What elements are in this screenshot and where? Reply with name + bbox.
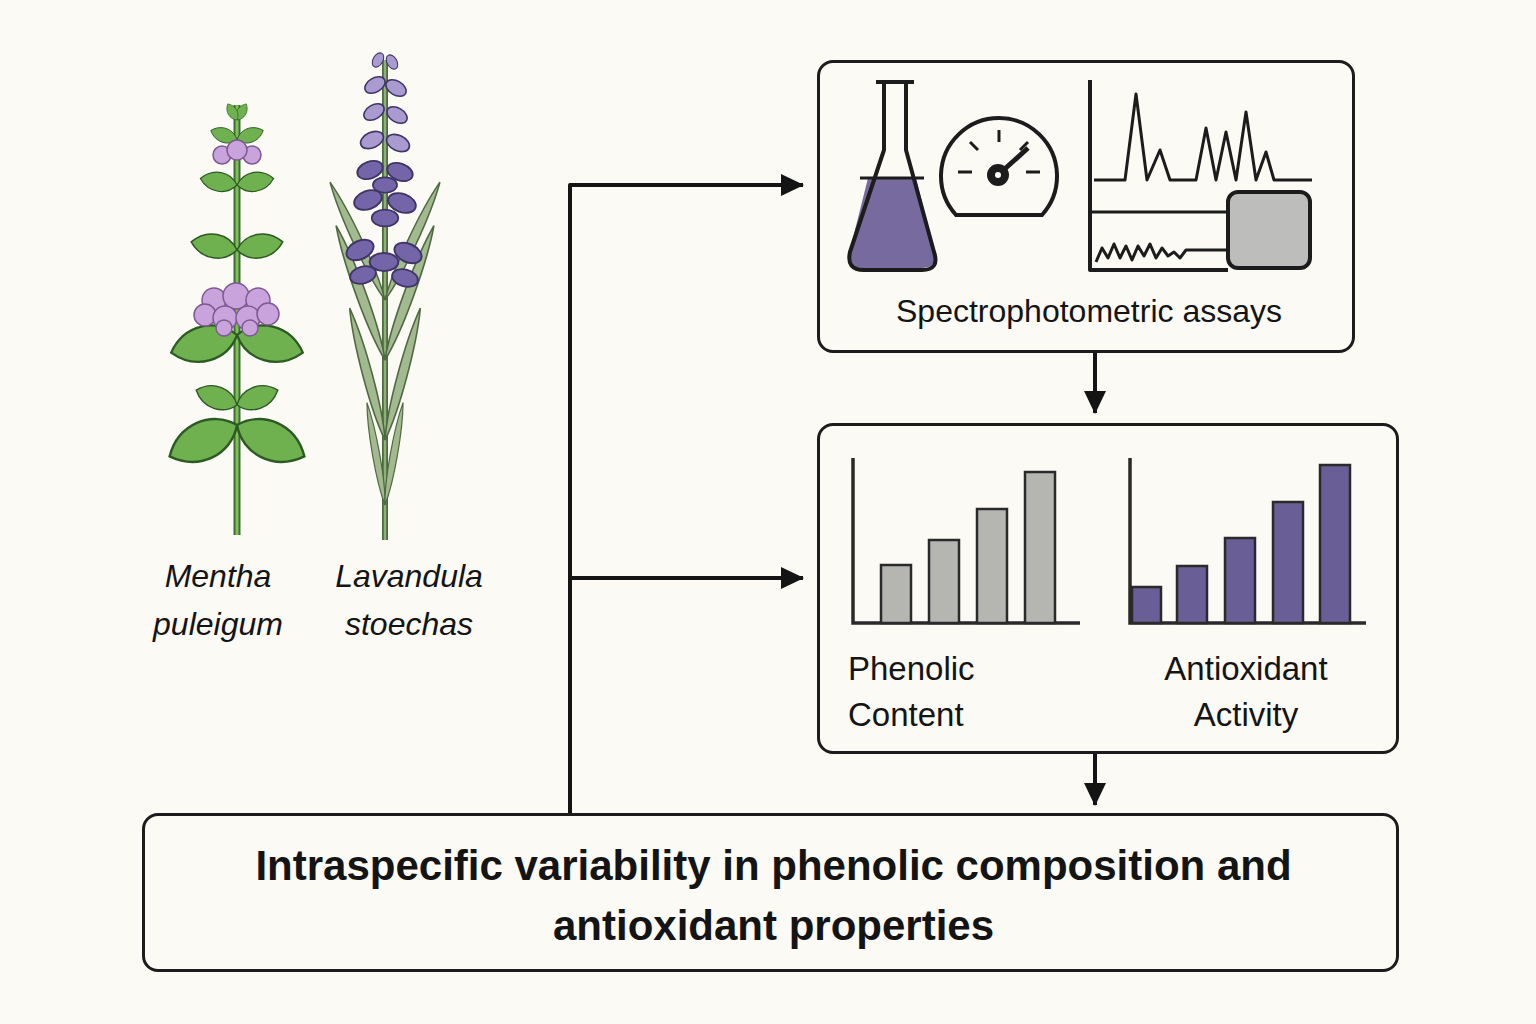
phenolic-bar-chart-part bbox=[929, 540, 959, 623]
lavandula-plant-part bbox=[326, 180, 444, 505]
lavandula-plant-part-part bbox=[363, 402, 388, 506]
lavandula-plant-part-part-part bbox=[384, 131, 412, 155]
text-slot: Phenolic Content bbox=[848, 646, 1028, 738]
mentha-plant-part-part bbox=[192, 380, 240, 416]
flask-icon-part bbox=[849, 178, 935, 268]
lavandula-plant-part-part-part bbox=[384, 103, 410, 126]
antioxidant-bar-chart-part bbox=[1132, 587, 1161, 623]
lavandula-plant-part-part-part bbox=[358, 128, 386, 152]
mentha-plant-part-part bbox=[216, 320, 232, 336]
text-slot: Intraspecific variability in phenolic co… bbox=[165, 836, 1382, 956]
mentha-plant-part-part bbox=[227, 140, 247, 160]
assay-box: Spectrophotometric assays bbox=[817, 60, 1355, 353]
phenolic-bar-chart-part bbox=[881, 565, 911, 623]
lavandula-plant-part-part-part bbox=[370, 51, 386, 69]
antioxidant-bar-chart-part bbox=[1320, 465, 1350, 623]
antioxidant-bar-chart-part bbox=[1177, 566, 1207, 623]
conclusion-box: Intraspecific variability in phenolic co… bbox=[142, 813, 1399, 972]
antioxidant-bar-chart-part bbox=[1273, 502, 1303, 623]
mentha-plant-part bbox=[162, 102, 313, 474]
lavandula-plant-part bbox=[343, 51, 425, 290]
mentha-plant-part-part bbox=[223, 283, 249, 309]
phenolic-bar-chart-part bbox=[853, 458, 1080, 623]
phenolic-bar-chart bbox=[853, 458, 1080, 623]
species-name: Lavandula stoechas bbox=[320, 552, 498, 648]
lavandula-plant-part-part-part bbox=[390, 266, 420, 289]
box-text: Spectrophotometric assays bbox=[896, 291, 1282, 331]
mentha-plant-part-part bbox=[235, 169, 275, 194]
box-text: Intraspecific variability in phenolic co… bbox=[165, 836, 1382, 956]
text-slot: Spectrophotometric assays bbox=[820, 291, 1358, 331]
mentha-plant-part-part bbox=[199, 169, 239, 194]
chromatogram-icon-part bbox=[1228, 192, 1310, 268]
mentha-plant-part-part bbox=[242, 320, 258, 336]
mentha-plant-part-part bbox=[224, 102, 241, 123]
lavandula-plant-part-part-part bbox=[372, 210, 398, 227]
chromatogram-icon-part bbox=[1092, 211, 1228, 214]
label-slot: Mentha puleigum bbox=[128, 552, 308, 648]
flow-arrow bbox=[1093, 754, 1097, 805]
antioxidant-bar-chart-part bbox=[1130, 458, 1366, 623]
gauge-icon bbox=[941, 118, 1057, 215]
flask-icon-part bbox=[849, 82, 935, 270]
mentha-plant-part-part bbox=[162, 408, 245, 474]
lavandula-plant-part-part bbox=[381, 402, 406, 506]
lavandula-plant-part-part bbox=[326, 180, 389, 302]
mentha-plant-part-part bbox=[189, 230, 239, 261]
label-slot: Lavandula stoechas bbox=[320, 552, 498, 648]
phenolic-bar-chart-part bbox=[1025, 472, 1055, 623]
mentha-plant-part-part bbox=[257, 303, 279, 325]
chromatogram-icon-part bbox=[1096, 244, 1228, 262]
flow-arrow bbox=[1093, 353, 1097, 413]
species-name: Mentha puleigum bbox=[128, 552, 308, 648]
gauge-icon-part bbox=[995, 172, 1001, 178]
flask-icon bbox=[849, 82, 935, 270]
lavandula-plant-part-part-part bbox=[361, 100, 387, 123]
box-text: Phenolic Content bbox=[848, 646, 1028, 738]
phenolic-bar-chart-part bbox=[977, 509, 1007, 623]
lavandula-plant-part-part bbox=[343, 158, 425, 290]
mentha-plant-part-part bbox=[235, 230, 285, 261]
chromatogram-icon-part bbox=[1090, 80, 1228, 270]
lavandula-plant-part-part bbox=[381, 180, 444, 302]
antioxidant-bar-chart bbox=[1130, 458, 1366, 623]
lavandula-plant-part-part-part bbox=[384, 53, 400, 71]
chromatogram-icon bbox=[1090, 80, 1312, 270]
mentha-plant-part-part bbox=[233, 318, 308, 369]
gauge-icon-part bbox=[941, 118, 1057, 215]
box-text: Antioxidant Activity bbox=[1126, 646, 1366, 738]
lavandula-plant-part-part-part bbox=[362, 73, 388, 96]
mentha-plant-part-part bbox=[233, 380, 281, 416]
mentha-plant bbox=[162, 102, 313, 535]
flow-arrow bbox=[570, 185, 803, 813]
lavandula-plant bbox=[326, 51, 444, 540]
antioxidant-bar-chart-part bbox=[1225, 538, 1255, 623]
chromatogram-icon-part bbox=[1094, 94, 1312, 180]
flask-icon-part bbox=[860, 177, 924, 180]
gauge-icon-part bbox=[989, 166, 1007, 184]
results-box: Phenolic Content Antioxidant Activity bbox=[817, 423, 1399, 754]
mentha-plant-part bbox=[194, 140, 279, 336]
lavandula-plant-part-part-part bbox=[383, 76, 409, 99]
lavandula-plant-part-part bbox=[358, 51, 412, 155]
text-slot: Antioxidant Activity bbox=[1126, 646, 1366, 738]
flow-arrow bbox=[570, 578, 803, 813]
lavandula-plant-part-part-part bbox=[348, 263, 378, 286]
mentha-plant-part-part bbox=[229, 408, 312, 474]
